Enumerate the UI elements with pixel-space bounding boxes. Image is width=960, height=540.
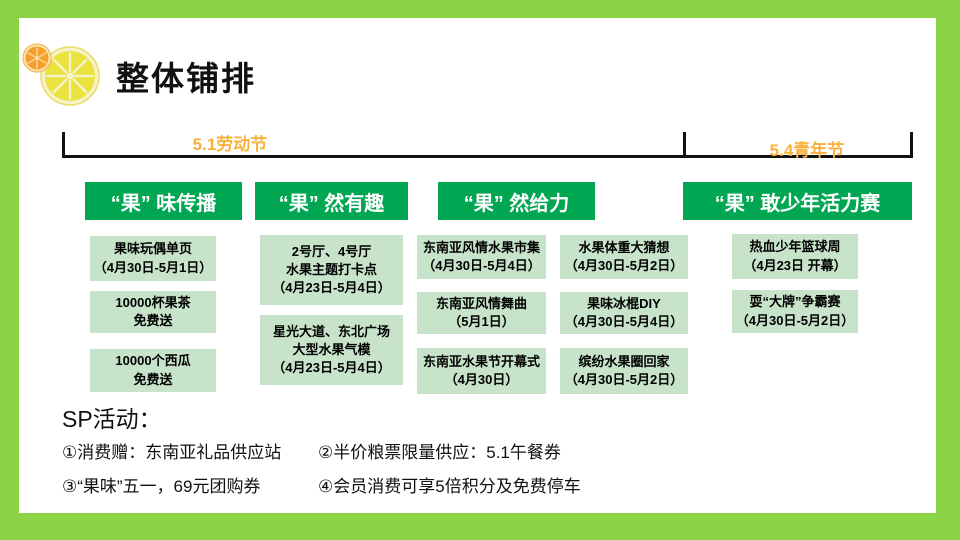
event-box: 缤纷水果圈回家 （4月30日-5月2日） <box>560 348 688 394</box>
sp-item-1: ①消费赠：东南亚礼品供应站 <box>62 443 282 462</box>
event-box: 星光大道、东北广场 大型水果气模 （4月23日-5月4日） <box>260 315 403 385</box>
page-title: 整体铺排 <box>116 60 256 97</box>
orange-slice-icon <box>22 43 52 73</box>
event-box: 耍“大牌”争霸赛 （4月30日-5月2日） <box>732 290 858 333</box>
event-box: 东南亚风情水果市集 （4月30日-5月4日） <box>417 235 546 279</box>
timeline-line <box>62 155 913 158</box>
timeline-tick-start <box>62 132 65 158</box>
event-box: 果味冰棍DIY （4月30日-5月4日） <box>560 292 688 334</box>
event-box: 东南亚水果节开幕式 （4月30日） <box>417 348 546 394</box>
event-box: 水果体重大猜想 （4月30日-5月2日） <box>560 235 688 279</box>
sp-item-2: ②半价粮票限量供应：5.1午餐券 <box>318 443 561 462</box>
event-box: 东南亚风情舞曲 （5月1日） <box>417 292 546 334</box>
timeline-tick-end <box>910 132 913 158</box>
sp-activities-heading: SP活动： <box>62 406 162 432</box>
column-header-fruit-power: “果” 然给力 <box>438 182 595 220</box>
lemon-slice-icon <box>40 46 100 106</box>
column-header-fruit-fun: “果” 然有趣 <box>255 182 408 220</box>
timeline-label-labor-day: 5.1劳动节 <box>192 135 268 154</box>
event-box: 2号厅、4号厅 水果主题打卡点 （4月23日-5月4日） <box>260 235 403 305</box>
lemon-orange-icon <box>22 43 100 106</box>
timeline-label-youth-day: 5.4青年节 <box>769 141 845 160</box>
event-box: 热血少年篮球周 （4月23日 开幕） <box>732 234 858 279</box>
sp-item-3: ③“果味”五一，69元团购券 <box>62 477 261 496</box>
column-header-youth-vitality-contest: “果” 敢少年活力赛 <box>683 182 912 220</box>
timeline-tick-middle <box>683 132 686 158</box>
event-box: 果味玩偶单页 （4月30日-5月1日） <box>90 236 216 281</box>
column-header-fruit-flavor-spread: “果” 味传播 <box>85 182 242 220</box>
event-box: 10000个西瓜 免费送 <box>90 349 216 392</box>
event-box: 10000杯果茶 免费送 <box>90 291 216 333</box>
sp-item-4: ④会员消费可享5倍积分及免费停车 <box>318 477 581 496</box>
